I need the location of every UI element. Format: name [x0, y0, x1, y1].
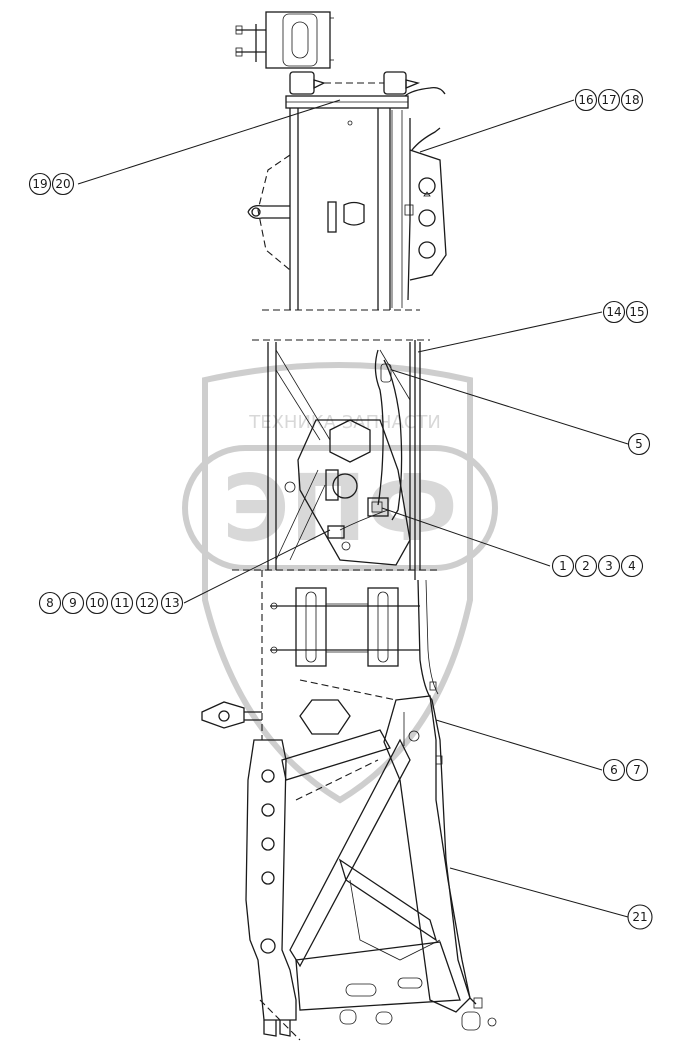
callout-16-17-18: 16 17 18 — [574, 88, 644, 112]
callout-number: 9 — [69, 596, 77, 610]
callout-21: 21 — [627, 904, 653, 930]
callout-number: 3 — [605, 559, 613, 573]
callout-number: 2 — [582, 559, 590, 573]
callout-14-15: 14 15 — [602, 300, 649, 324]
callout-number: 11 — [114, 596, 129, 610]
callout-number: 4 — [628, 559, 636, 573]
callout-number: 8 — [46, 596, 54, 610]
mid-frame — [232, 339, 440, 580]
callout-number: 21 — [632, 910, 647, 924]
callout-number: 15 — [629, 305, 644, 319]
callout-number: 14 — [606, 305, 621, 319]
callout-19-20: 19 20 — [28, 172, 75, 196]
callout-number: 6 — [610, 763, 618, 777]
callout-6-7: 6 7 — [602, 758, 649, 782]
callout-8-to-13: 8 9 10 11 12 13 — [38, 591, 184, 615]
callout-number: 20 — [55, 177, 70, 191]
callout-number: 17 — [601, 93, 616, 107]
callout-1-2-3-4: 1 2 3 4 — [551, 554, 644, 578]
lower-frame — [201, 570, 497, 1041]
leader-lines — [77, 99, 629, 918]
callout-number: 12 — [139, 596, 154, 610]
callout-number: 19 — [32, 177, 47, 191]
callout-number: 18 — [624, 93, 639, 107]
watermark: ЭПФ ТЕХНИКА ЗАПЧАСТИ — [182, 362, 498, 804]
callout-number: 16 — [578, 93, 593, 107]
callout-number: 5 — [635, 437, 643, 451]
clamp-blocks — [270, 587, 420, 667]
top-clamp — [235, 11, 334, 69]
callout-number: 13 — [164, 596, 179, 610]
callout-number: 7 — [633, 763, 641, 777]
callout-5: 5 — [627, 432, 651, 456]
callout-number: 10 — [89, 596, 104, 610]
callout-number: 1 — [559, 559, 567, 573]
watermark-brand: ЭПФ — [222, 455, 458, 562]
upper-frame — [247, 71, 447, 311]
